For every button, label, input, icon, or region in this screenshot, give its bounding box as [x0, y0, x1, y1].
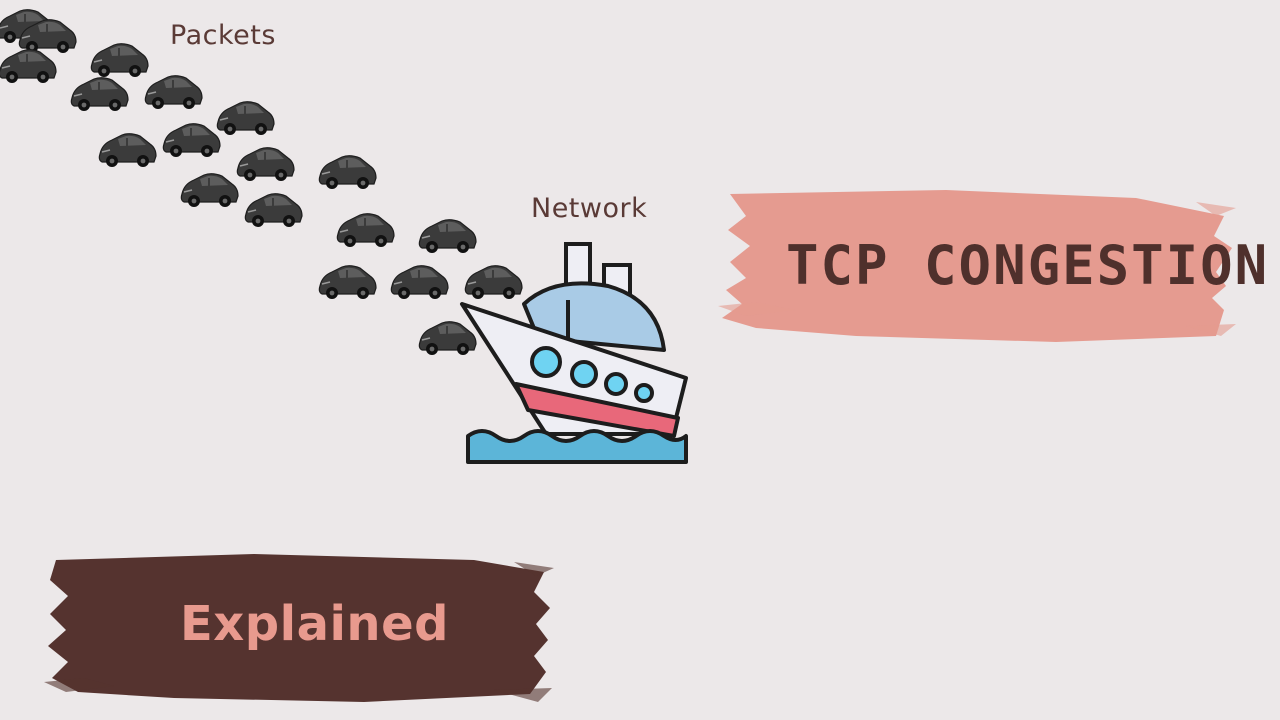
car-icon [462, 262, 524, 302]
car-icon [160, 120, 222, 160]
car-icon [234, 144, 296, 184]
title-text: TCP CONGESTION [786, 234, 1270, 297]
car-icon [0, 46, 58, 86]
car-icon [334, 210, 396, 250]
subtitle-text: Explained [180, 596, 449, 652]
car-icon [214, 98, 276, 138]
car-icon [242, 190, 304, 230]
title-brush-stroke [718, 190, 1236, 342]
packets-label: Packets [170, 20, 276, 51]
car-icon [178, 170, 240, 210]
car-icon [316, 262, 378, 302]
car-icon [68, 74, 130, 114]
sinking-ship-icon [460, 242, 688, 464]
subtitle-brush-stroke [44, 554, 554, 702]
car-icon [416, 216, 478, 256]
car-icon [388, 262, 450, 302]
car-icon [96, 130, 158, 170]
car-icon [88, 40, 150, 80]
car-icon [316, 152, 378, 192]
car-icon [142, 72, 204, 112]
car-icon [416, 318, 478, 358]
network-label: Network [531, 193, 648, 224]
